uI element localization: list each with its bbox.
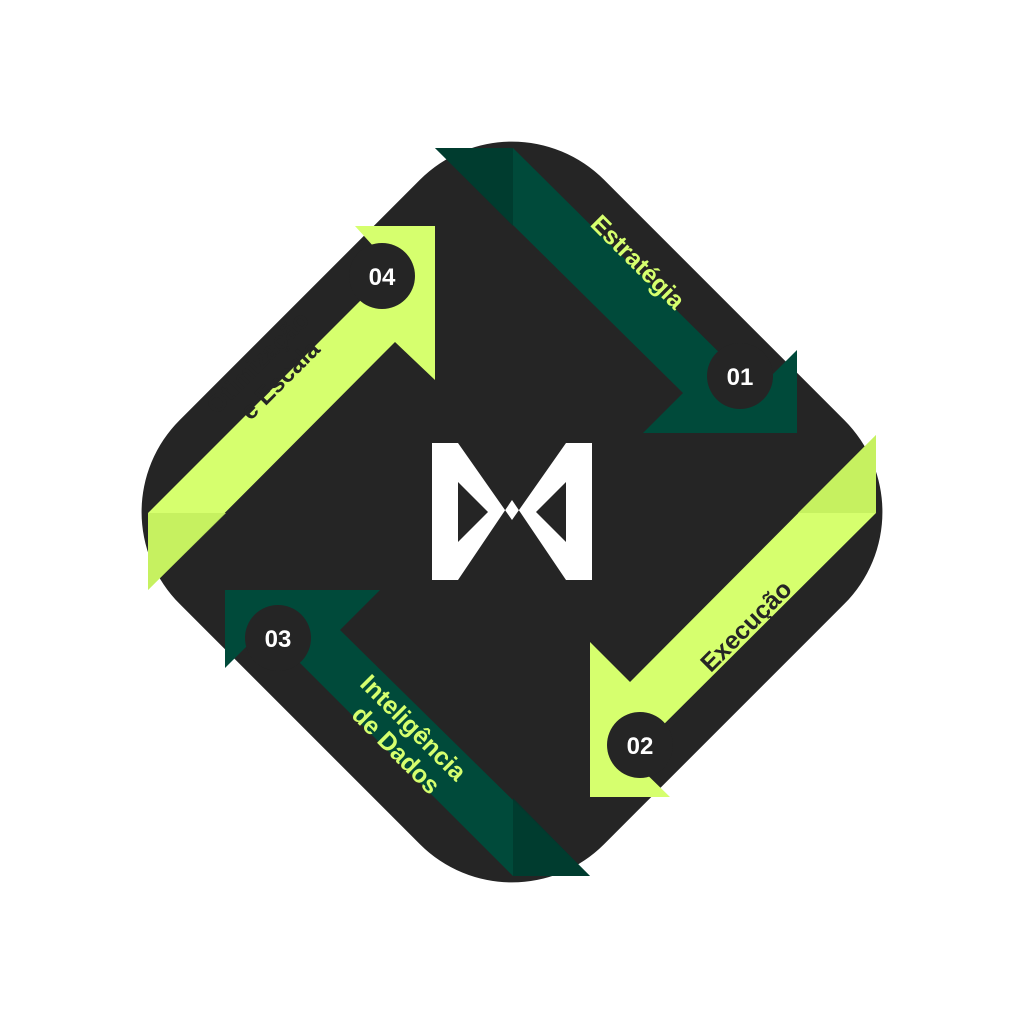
arrow-fold-shade (435, 148, 513, 226)
arrow-body (225, 590, 590, 876)
arrow-step-01 (435, 148, 797, 433)
arrow-fold-shade (148, 513, 226, 590)
arrow-step-02 (590, 435, 876, 797)
step-badge-01: 01 (707, 343, 773, 409)
step-number-03: 03 (265, 626, 292, 653)
step-number-01: 01 (727, 364, 754, 391)
badge-circle (707, 343, 773, 409)
badge-circle (245, 605, 311, 671)
step-badge-03: 03 (245, 605, 311, 671)
arrow-body (435, 148, 797, 433)
arrow-fold-shade (798, 435, 876, 513)
step-number-04: 04 (369, 264, 396, 291)
badge-circle (607, 712, 673, 778)
arrow-fold-shade (513, 798, 590, 876)
step-number-02: 02 (627, 733, 654, 760)
step-badge-02: 02 (607, 712, 673, 778)
arrow-body (148, 226, 435, 590)
badge-circle (349, 243, 415, 309)
bowtie-m-logo-icon (432, 443, 592, 580)
arrow-step-03 (225, 590, 590, 876)
step-badge-04: 04 (349, 243, 415, 309)
arrow-body (590, 435, 876, 797)
arrow-step-04 (148, 226, 435, 590)
